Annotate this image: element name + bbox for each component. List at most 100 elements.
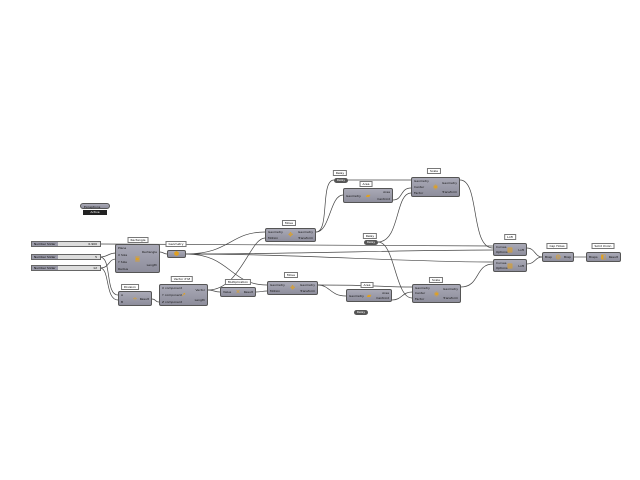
output-param[interactable]: Brep (564, 255, 571, 259)
output-param[interactable]: Geometry (442, 180, 457, 185)
input-param[interactable]: Geometry (346, 193, 361, 198)
output-param[interactable]: Transform (298, 236, 313, 240)
outputs: Result (609, 253, 618, 261)
input-param[interactable]: Y component (162, 292, 182, 297)
multiplication-component[interactable]: Value Result× (220, 287, 256, 297)
outputs: Result (140, 292, 149, 305)
wire (185, 231, 266, 255)
output-param[interactable]: Result (139, 296, 149, 301)
input-param[interactable]: Center (415, 291, 426, 296)
input-param[interactable]: X component (162, 286, 182, 291)
input-param[interactable]: Value (223, 290, 232, 294)
relay[interactable]: Relay (354, 310, 368, 315)
component-tag: Cap Holes (546, 243, 568, 249)
input-param[interactable]: B (121, 299, 124, 304)
area-icon: ▰ (365, 192, 371, 199)
input-param[interactable]: Options (496, 266, 508, 271)
input-param[interactable]: Options (496, 250, 508, 255)
output-param[interactable]: Loft (518, 247, 524, 252)
input-param[interactable]: Geometry (414, 179, 429, 183)
input-param[interactable]: Radius (118, 266, 129, 271)
input-param[interactable]: Geometry (270, 283, 285, 287)
component-tag: Loft (504, 234, 516, 240)
output-param[interactable]: Geometry (300, 283, 315, 287)
input-param[interactable]: X Size (118, 253, 128, 258)
relay[interactable]: Relay (364, 240, 378, 245)
input-param[interactable]: Factor (414, 191, 424, 195)
output-param[interactable]: Geometry (443, 287, 458, 292)
output-param[interactable]: Transform (300, 289, 315, 293)
multiplication-icon: × (235, 288, 241, 296)
input-param[interactable]: Motion (268, 236, 279, 240)
component-tag: Solid Union (591, 243, 615, 249)
output-param[interactable]: Centroid (377, 196, 390, 201)
output-param[interactable]: Transform (443, 295, 458, 300)
input-param[interactable]: Geometry (415, 285, 430, 290)
wire (392, 187, 412, 201)
input-param[interactable]: Curves (496, 244, 507, 249)
geometry-component[interactable]: ⬢ (167, 250, 186, 258)
output-param[interactable]: Result (608, 255, 618, 259)
component-tag: Scale (428, 277, 444, 283)
input-param[interactable]: Curves (496, 260, 507, 265)
loft-icon: ▦ (507, 246, 513, 253)
wire (99, 267, 119, 301)
input-param[interactable]: Motion (270, 289, 281, 293)
wire (317, 284, 347, 297)
component-tag: Vector XYZ (170, 276, 194, 282)
input-param[interactable]: Y Size (118, 259, 127, 264)
input-param[interactable]: Factor (415, 297, 425, 302)
input-param[interactable]: Plane (118, 246, 127, 251)
output-param[interactable]: Vector (195, 288, 205, 292)
output-param[interactable]: Transform (442, 189, 457, 194)
relay-tag: Relay (362, 233, 378, 239)
exceptions-component[interactable]: Exceptions (80, 203, 110, 209)
input-param[interactable]: Geometry (268, 230, 283, 234)
relay[interactable]: Relay (334, 178, 348, 183)
input-param[interactable]: Geometry (349, 293, 364, 298)
output-param[interactable]: Length (194, 298, 205, 302)
wire (99, 258, 117, 269)
input-param[interactable]: Breps (589, 255, 598, 259)
output-param[interactable]: Centroid (376, 296, 389, 301)
output-param[interactable]: Area (382, 290, 389, 295)
output-param[interactable]: Result (243, 290, 253, 294)
outputs: Loft (518, 260, 524, 271)
component-tag: Rectangle (127, 237, 149, 243)
output-param[interactable]: Loft (518, 263, 524, 268)
wire (459, 179, 494, 249)
output-param[interactable]: Geometry (298, 230, 313, 234)
output-param[interactable]: Rectangle (142, 249, 157, 254)
input-param[interactable]: Brep (545, 255, 552, 259)
wire (526, 247, 543, 258)
wire (99, 252, 117, 258)
outputs: Loft (518, 244, 524, 255)
input-param[interactable]: A (121, 293, 124, 298)
area-icon: ▰ (366, 292, 372, 299)
vector-icon: ↗ (180, 291, 187, 299)
output-param[interactable]: Length (146, 263, 157, 268)
input-param[interactable]: Z component (162, 299, 182, 304)
output-param[interactable]: Area (383, 190, 390, 195)
input-param[interactable]: Center (414, 185, 425, 189)
